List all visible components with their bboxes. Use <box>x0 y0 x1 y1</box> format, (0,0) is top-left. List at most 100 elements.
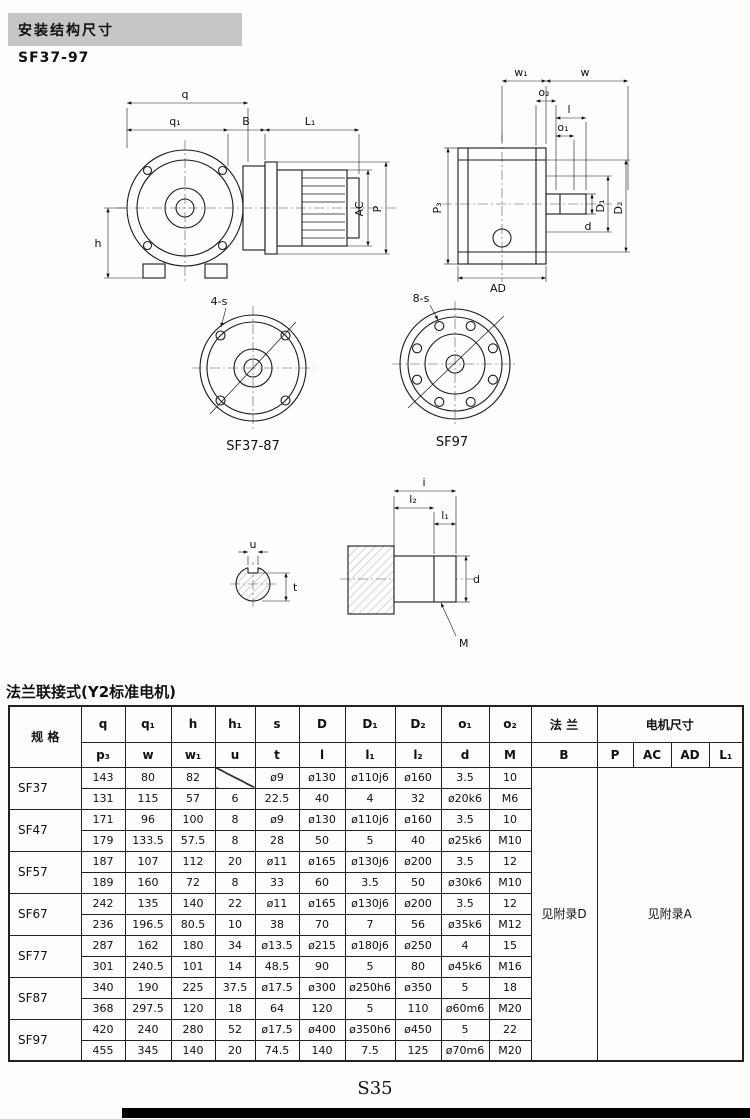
header-h1: h₁ <box>214 705 256 743</box>
spec-value: M20 <box>488 1039 532 1062</box>
dim-label-w1: w₁ <box>514 66 527 79</box>
spec-value: ø350h6 <box>344 1018 396 1041</box>
spec-value: 80 <box>124 766 172 789</box>
side-view-drawing <box>126 149 360 279</box>
callout-4s: 4-s <box>211 295 228 308</box>
spec-value: 160 <box>124 871 172 894</box>
spec-value: ø200 <box>394 850 442 873</box>
shaft-side-drawing <box>347 545 457 615</box>
spec-value: 50 <box>298 829 346 852</box>
spec-value: 101 <box>170 955 216 978</box>
spec-value: 5 <box>344 955 396 978</box>
spec-value: 368 <box>80 997 126 1020</box>
spec-value: 5 <box>344 997 396 1020</box>
spec-value: ø70m6 <box>440 1039 490 1062</box>
spec-value: 22 <box>488 1018 532 1041</box>
spec-value: ø45k6 <box>440 955 490 978</box>
spec-value: ø300 <box>298 976 346 999</box>
dim-label-i: i <box>422 476 425 489</box>
spec-value: 37.5 <box>214 976 256 999</box>
spec-value: 8 <box>214 829 256 852</box>
spec-value: 110 <box>394 997 442 1020</box>
dim-label-w: w <box>581 66 590 79</box>
spec-value: ø450 <box>394 1018 442 1041</box>
header-motor: 电机尺寸 <box>596 705 744 743</box>
spec-value: 236 <box>80 913 126 936</box>
header-s: s <box>254 705 300 743</box>
header-p3: p₃ <box>80 741 126 768</box>
spec-value: 12 <box>488 850 532 873</box>
spec-value: 225 <box>170 976 216 999</box>
spec-value: ø17.5 <box>254 1018 300 1041</box>
header-D1: D₁ <box>344 705 396 743</box>
spec-value: 12 <box>488 892 532 915</box>
spec-value: 90 <box>298 955 346 978</box>
spec-value: 4 <box>440 934 490 957</box>
spec-value: 34 <box>214 934 256 957</box>
spec-value: 7.5 <box>344 1039 396 1062</box>
spec-value: ø130 <box>298 808 346 831</box>
spec-value: 8 <box>214 871 256 894</box>
dim-label-q: q <box>182 88 189 101</box>
spec-value: 242 <box>80 892 126 915</box>
dim-label-d-front: d <box>585 220 592 233</box>
spec-value: 52 <box>214 1018 256 1041</box>
spec-value: 40 <box>394 829 442 852</box>
spec-value: ø180j6 <box>344 934 396 957</box>
dim-label-P: P <box>371 205 384 212</box>
header-l2: l₂ <box>394 741 442 768</box>
spec-value: ø250h6 <box>344 976 396 999</box>
spec-value: ø35k6 <box>440 913 490 936</box>
header-t: t <box>254 741 300 768</box>
dimension-labels: q q₁ B L₁ AC P h w₁ w o₂ l o₁ P₃ d D₁ D₂… <box>95 66 625 650</box>
spec-value: 100 <box>170 808 216 831</box>
spec-value: 420 <box>80 1018 126 1041</box>
spec-value: 140 <box>170 1039 216 1062</box>
spec-value: M10 <box>488 871 532 894</box>
spec-value: 18 <box>214 997 256 1020</box>
spec-value: 5 <box>440 976 490 999</box>
technical-drawings: q q₁ B L₁ AC P h w₁ w o₂ l o₁ P₃ d D₁ D₂… <box>95 66 630 650</box>
dim-label-L1: L₁ <box>305 115 316 128</box>
spec-value: 72 <box>170 871 216 894</box>
spec-value: 345 <box>124 1039 172 1062</box>
spec-value: 14 <box>214 955 256 978</box>
spec-value: ø11 <box>254 850 300 873</box>
table-header-row-1: 规 格 q q₁ h h₁ s D D₁ D₂ o₁ o₂ 法 兰 电机尺寸 <box>8 705 744 768</box>
spec-value: 10 <box>214 913 256 936</box>
spec-value: ø200 <box>394 892 442 915</box>
spec-value: 131 <box>80 787 126 810</box>
motor-note: 见附录A <box>596 766 744 1062</box>
spec-value: 20 <box>214 850 256 873</box>
spec-value: 96 <box>124 808 172 831</box>
dim-label-AD: AD <box>490 282 506 295</box>
spec-value: M20 <box>488 997 532 1020</box>
spec-value: 32 <box>394 787 442 810</box>
spec-value: 57.5 <box>170 829 216 852</box>
dim-label-h: h <box>95 237 102 250</box>
spec-value: 5 <box>344 829 396 852</box>
header-u: u <box>214 741 256 768</box>
header-o2: o₂ <box>488 705 532 743</box>
spec-value: 4 <box>344 787 396 810</box>
spec-value: ø160 <box>394 766 442 789</box>
dim-label-AC: AC <box>353 201 366 216</box>
header-M: M <box>488 741 532 768</box>
spec-value: 240.5 <box>124 955 172 978</box>
flange-note: 见附录D <box>530 766 598 1062</box>
section-title: 法兰联接式(Y2标准电机) <box>6 683 177 701</box>
spec-value: 8 <box>214 808 256 831</box>
spec-value: 140 <box>298 1039 346 1062</box>
spec-value: 57 <box>170 787 216 810</box>
spec-value: 3.5 <box>440 808 490 831</box>
spec-value: ø350 <box>394 976 442 999</box>
header-L1: L₁ <box>708 741 744 768</box>
front-view-drawing <box>457 147 587 265</box>
spec-value: 18 <box>488 976 532 999</box>
header-o1: o₁ <box>440 705 490 743</box>
bottom-bar <box>122 1108 750 1118</box>
